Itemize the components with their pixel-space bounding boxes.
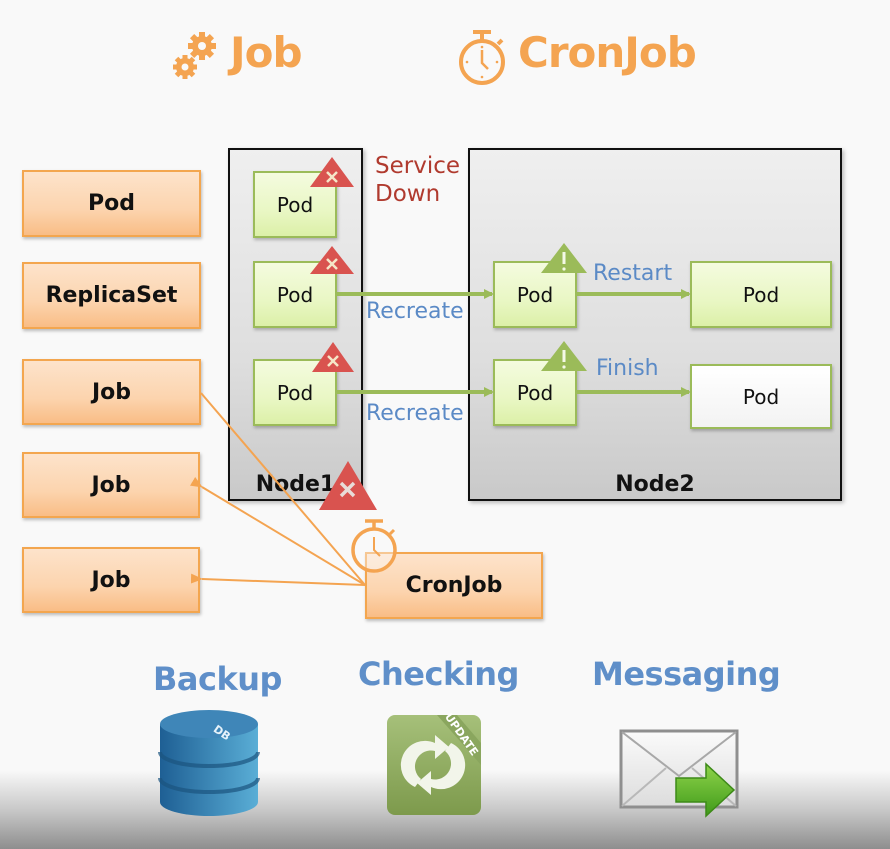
update-icon: UPDATE [385, 711, 483, 817]
restarted-pod: Pod [690, 261, 832, 328]
cronjob-title: CronJob [518, 28, 697, 77]
node1-label: Node1 [255, 472, 336, 497]
service-down-line2: Down [375, 181, 441, 207]
node2-pod-2: Pod [493, 359, 577, 426]
service-down-line1: Service [375, 153, 461, 179]
replicaset-box: ReplicaSet [22, 262, 201, 329]
cronjob-box: CronJob [365, 552, 543, 619]
recreate-label-2: Recreate [366, 401, 464, 426]
recreate-label-1: Recreate [366, 299, 464, 324]
stopwatch-icon [455, 28, 511, 88]
node1-pod-1: Pod [253, 171, 337, 238]
finish-label: Finish [596, 356, 659, 381]
service-down-label: Service Down [375, 152, 460, 208]
node1-pod-3: Pod [253, 359, 337, 426]
database-icon: DB [158, 708, 260, 820]
job-box-3: Job [22, 547, 200, 613]
cronjob-to-job2-arrow [189, 477, 366, 586]
finished-pod: Pod [690, 364, 832, 429]
node2-label: Node2 [615, 472, 695, 497]
checking-label: Checking [358, 655, 519, 693]
mail-send-icon [618, 728, 740, 820]
job-title: Job [230, 28, 303, 77]
pod-box: Pod [22, 170, 201, 237]
gears-icon [172, 30, 220, 82]
node1-pod-2: Pod [253, 261, 337, 328]
backup-label: Backup [153, 660, 282, 698]
job-box-2: Job [22, 452, 200, 518]
job-box-1: Job [22, 359, 201, 425]
node2-pod-1: Pod [493, 261, 577, 328]
restart-label: Restart [593, 261, 673, 286]
messaging-label: Messaging [592, 655, 781, 693]
cronjob-to-job3-arrow [190, 573, 366, 586]
